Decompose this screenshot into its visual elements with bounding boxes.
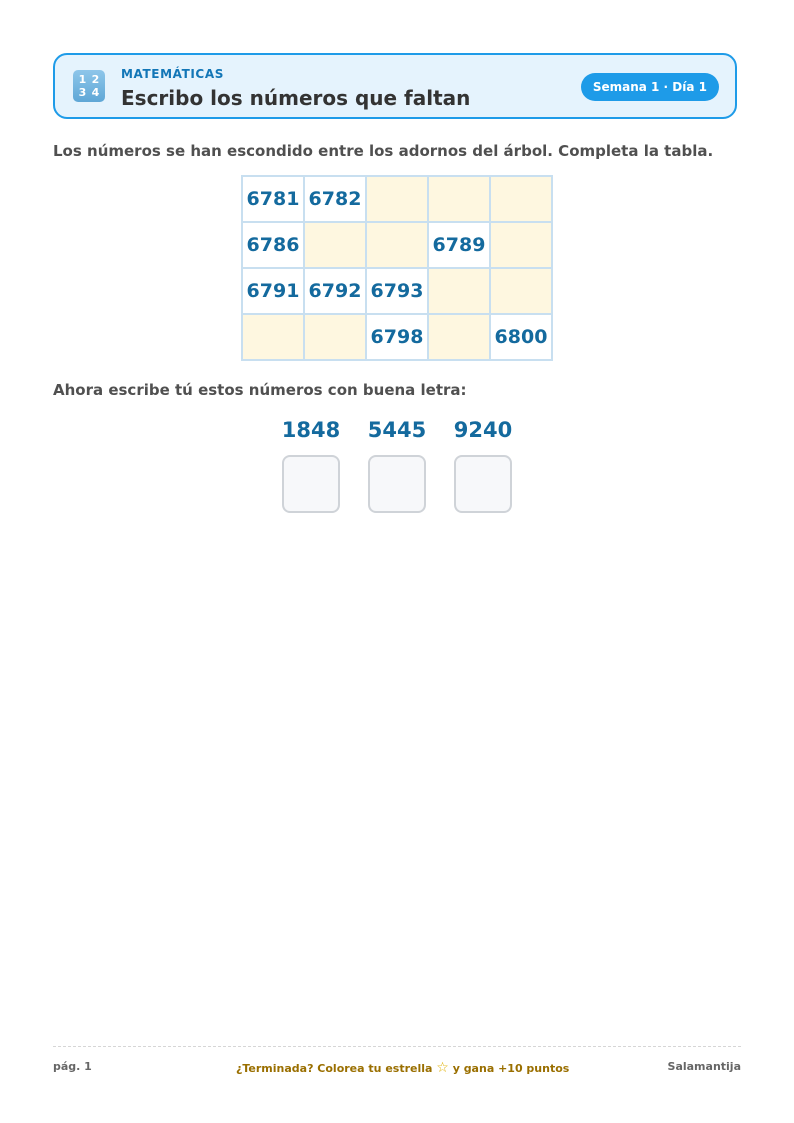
footer-divider xyxy=(53,1046,741,1047)
week-day-badge: Semana 1 · Día 1 xyxy=(580,73,719,101)
grid-cell: 6791 xyxy=(243,269,305,315)
grid-cell-empty[interactable] xyxy=(367,177,429,223)
numbers-icon-digit: 3 xyxy=(78,86,87,99)
table-instruction: Los números se han escondido entre los a… xyxy=(53,142,714,160)
grid-cell-empty[interactable] xyxy=(429,177,491,223)
practice-number: 1848 xyxy=(281,418,341,442)
grid-cell-empty[interactable] xyxy=(491,177,553,223)
completion-message-start: ¿Terminada? Colorea tu estrella xyxy=(236,1062,433,1075)
grid-cell-empty[interactable] xyxy=(429,315,491,361)
practice-item: 9240 xyxy=(453,418,513,513)
grid-cell: 6782 xyxy=(305,177,367,223)
writing-instruction: Ahora escribe tú estos números con buena… xyxy=(53,381,467,399)
grid-cell: 6789 xyxy=(429,223,491,269)
page-number: pág. 1 xyxy=(53,1060,92,1073)
grid-cell-empty[interactable] xyxy=(305,223,367,269)
practice-number: 9240 xyxy=(453,418,513,442)
star-icon[interactable]: ☆ xyxy=(436,1060,449,1076)
practice-item: 1848 xyxy=(281,418,341,513)
writing-practice: 1848 5445 9240 xyxy=(281,418,513,513)
numbers-icon-digit: 4 xyxy=(91,86,100,99)
numbers-icon: 1 2 3 4 xyxy=(73,70,105,102)
page-title: Escribo los números que faltan xyxy=(121,86,471,110)
grid-cell-empty[interactable] xyxy=(305,315,367,361)
subject-label: MATEMÁTICAS xyxy=(121,67,224,81)
practice-number: 5445 xyxy=(367,418,427,442)
grid-cell-empty[interactable] xyxy=(491,223,553,269)
numbers-icon-digit: 1 xyxy=(78,73,87,86)
worksheet-header: 1 2 3 4 MATEMÁTICAS Escribo los números … xyxy=(53,53,737,119)
numbers-icon-digit: 2 xyxy=(91,73,100,86)
practice-item: 5445 xyxy=(367,418,427,513)
completion-message-end: y gana +10 puntos xyxy=(452,1062,570,1075)
grid-cell: 6793 xyxy=(367,269,429,315)
grid-cell: 6798 xyxy=(367,315,429,361)
completion-message: ¿Terminada? Colorea tu estrella ☆ y gana… xyxy=(236,1060,569,1076)
grid-cell-empty[interactable] xyxy=(429,269,491,315)
grid-cell: 6781 xyxy=(243,177,305,223)
grid-cell: 6800 xyxy=(491,315,553,361)
answer-box[interactable] xyxy=(368,455,426,513)
grid-cell: 6792 xyxy=(305,269,367,315)
grid-cell-empty[interactable] xyxy=(367,223,429,269)
grid-cell-empty[interactable] xyxy=(491,269,553,315)
grid-cell: 6786 xyxy=(243,223,305,269)
answer-box[interactable] xyxy=(454,455,512,513)
grid-cell-empty[interactable] xyxy=(243,315,305,361)
brand-name: Salamantija xyxy=(667,1060,741,1073)
answer-box[interactable] xyxy=(282,455,340,513)
